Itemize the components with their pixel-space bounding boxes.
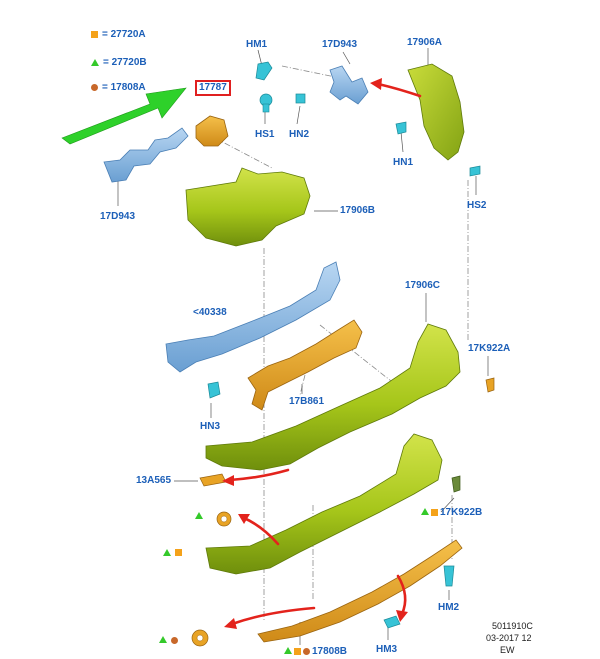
footer-date: 03-2017 12 [486,633,532,643]
label-hs2: HS2 [467,200,487,211]
label-17k922a: 17K922A [468,343,511,354]
circle-icon [303,648,310,655]
nut-hn3 [207,381,221,399]
circle-icon [171,637,178,644]
screw-hs1-shank [262,103,270,113]
clip-hm3 [383,615,401,629]
trim-17808b [257,539,463,643]
part-17906b [185,167,311,247]
label-40338: <40338 [193,307,227,318]
footer-doc-number: 5011910C [492,621,533,631]
triangle-icon [421,508,429,515]
circle-icon [91,83,98,91]
nut-hn2 [295,93,306,104]
footer-initials: EW [500,645,515,655]
triangle-icon [195,512,203,519]
label-hn1: HN1 [393,157,414,168]
triangle-icon [159,636,167,643]
label-17906a: 17906A [407,37,443,48]
label-hm3: HM3 [376,644,398,655]
bracket-17d943-left [103,127,189,183]
green-pointer-arrow [61,87,187,145]
beam-40338 [165,261,341,373]
label-17b861: 17B861 [289,396,325,407]
highlighted-part-label: 17787 [195,80,231,96]
triangle-icon [163,549,171,556]
grommet-bottom-inner [196,634,204,642]
red-arrowheads [222,78,408,629]
triangle-icon [284,647,292,654]
clip-hm1 [255,61,273,81]
square-icon [175,549,182,556]
label-hm1: HM1 [246,39,268,50]
label-13a565: 13A565 [136,475,172,486]
legend-item-17808a: = 17808A [91,82,146,94]
grommet-mid-inner [220,515,228,523]
label-hn3: HN3 [200,421,221,432]
legend-item-27720a: = 27720A [91,29,146,41]
label-hs1: HS1 [255,129,275,140]
clip-17k922a [485,377,495,393]
clip-hn1 [395,121,407,135]
label-17808b: 17808B [312,646,348,657]
label-17d943-top: 17D943 [322,39,358,50]
square-icon [431,509,438,516]
bracket-17787 [195,115,229,147]
bracket-17906a [407,63,465,161]
reflector-13a565 [199,473,227,487]
label-17d943-left: 17D943 [100,211,136,222]
label-hm2: HM2 [438,602,460,613]
label-17k922b: 17K922B [440,507,483,518]
bracket-17d943-top [329,65,369,105]
square-icon [91,30,98,38]
clip-hm2 [443,565,455,587]
legend-item-27720b: = 27720B [91,57,147,69]
triangle-icon [91,58,99,66]
bumper-17906c [205,323,461,471]
label-17906c: 17906C [405,280,441,291]
screw-hs2 [469,165,481,177]
square-icon [294,648,301,655]
bracket-17b861 [247,319,363,411]
label-17906b: 17906B [340,205,376,216]
bumper-lower-valance [205,433,443,575]
clip-17k922b [451,475,461,493]
label-hn2: HN2 [289,129,310,140]
